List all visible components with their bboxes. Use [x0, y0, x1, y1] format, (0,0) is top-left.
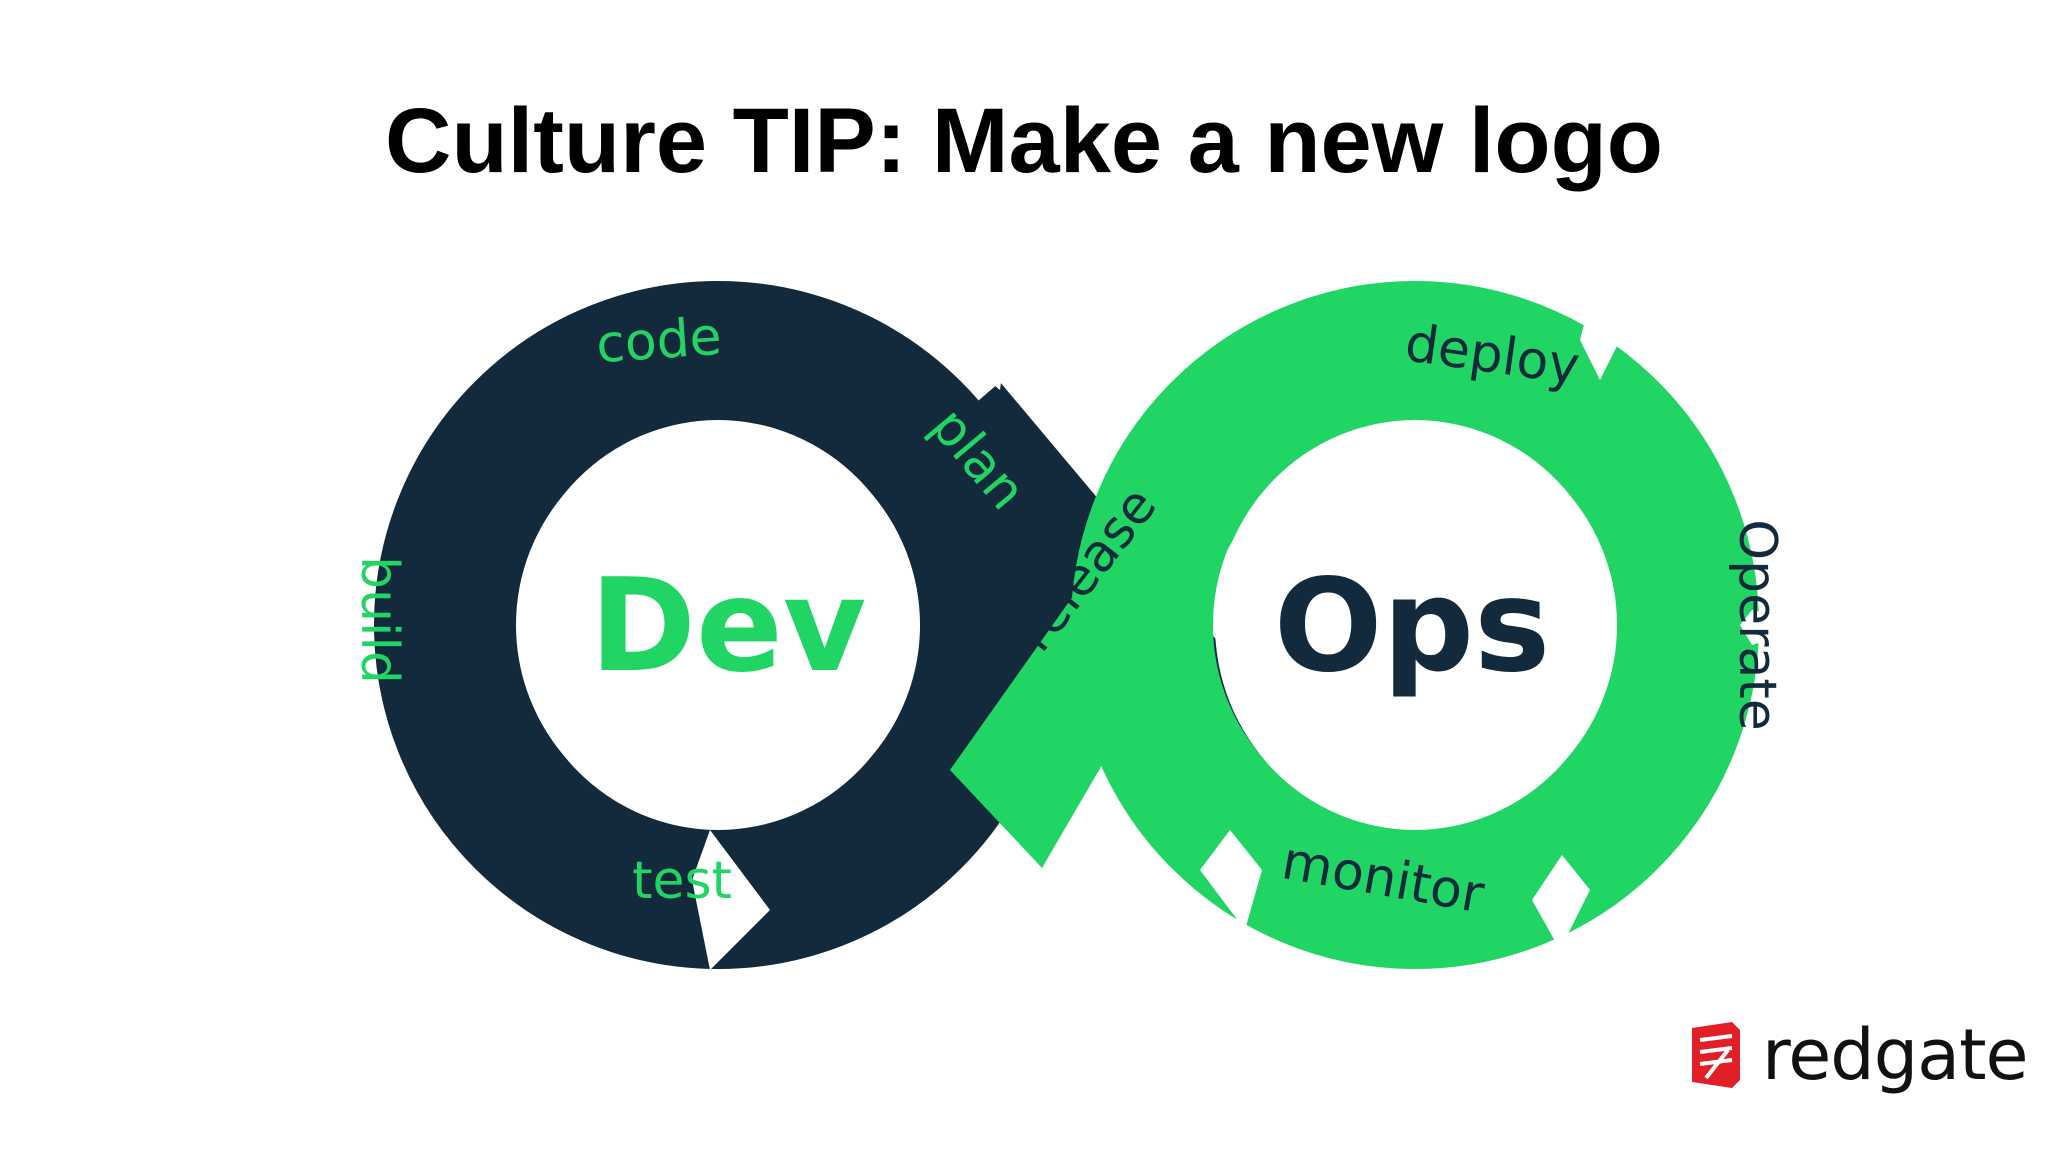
segment-build: build	[349, 556, 409, 684]
segment-gaps	[302, 280, 1820, 970]
ops-label: Ops	[1274, 552, 1551, 701]
segment-test: test	[632, 851, 732, 911]
segment-code: code	[594, 307, 723, 376]
dev-hole	[518, 420, 918, 830]
dev-label: Dev	[590, 552, 867, 701]
redgate-logo-icon	[1692, 1022, 1740, 1088]
green-diagonal-band	[950, 360, 1303, 868]
ops-hole	[1215, 420, 1615, 830]
devops-infinity-logo: Dev Ops code build test plan release dep…	[300, 270, 1820, 980]
slide-title: Culture TIP: Make a new logo	[385, 90, 1663, 192]
redgate-wordmark: redgate	[1762, 1014, 2029, 1096]
segment-operate: Operate	[1727, 519, 1787, 731]
redgate-brand: redgate	[1688, 1014, 2029, 1096]
